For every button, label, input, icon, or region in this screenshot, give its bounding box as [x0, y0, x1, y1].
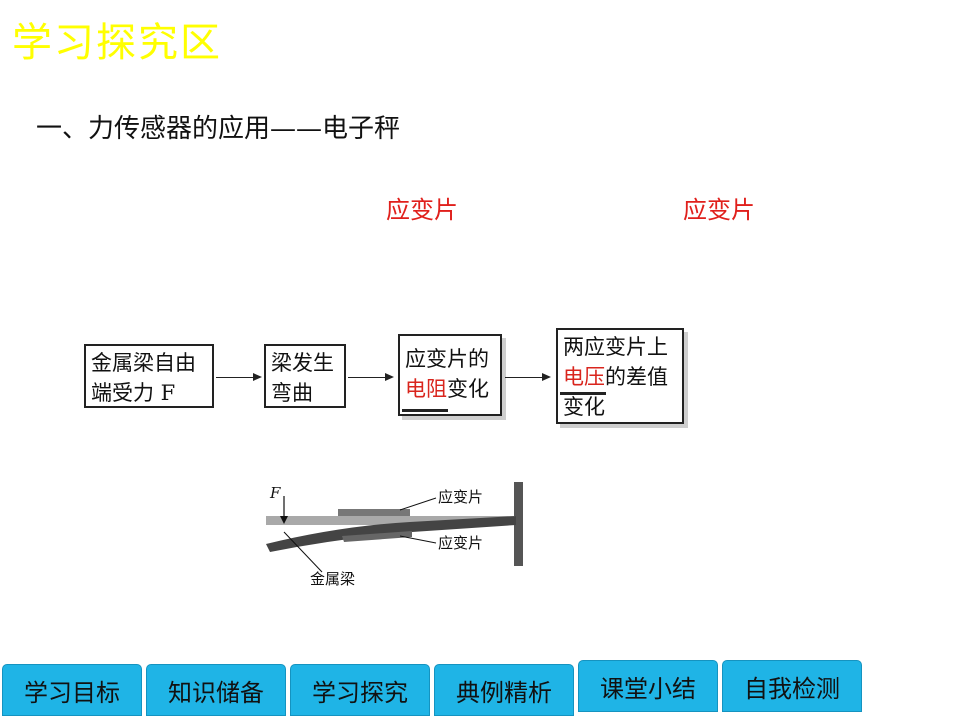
force-arrowhead — [280, 516, 288, 524]
flow-box-force-line2: 端受力 F — [91, 381, 176, 405]
voltage-word: 电压 — [563, 365, 605, 389]
tab-example-analysis[interactable]: 典例精析 — [434, 664, 574, 716]
flow-box-force: 金属梁自由 端受力 F — [84, 344, 214, 408]
beam-label: 金属梁 — [310, 570, 355, 588]
flow-arrow-2 — [348, 373, 394, 381]
flow-box-bend: 梁发生 弯曲 — [264, 344, 346, 408]
bottom-nav: 学习目标 知识储备 学习探究 典例精析 课堂小结 自我检测 — [0, 660, 960, 720]
flow-box-voltage: 两应变片上 电压的差值 变化 — [556, 328, 684, 424]
flow-box-force-line1: 金属梁自由 — [91, 351, 196, 375]
flow-arrow-3 — [505, 373, 551, 381]
beam-leader — [283, 531, 323, 573]
flow-arrow-1 — [216, 373, 262, 381]
wall-support — [514, 482, 523, 566]
force-label: F — [269, 484, 281, 502]
upper-gauge-leader — [399, 497, 437, 511]
section-heading: 一、力传感器的应用——电子秤 — [36, 114, 401, 144]
tab-learning-explore[interactable]: 学习探究 — [290, 664, 430, 716]
strain-gauge-label-2: 应变片 — [683, 196, 755, 224]
resistance-change: 变化 — [447, 377, 489, 401]
tab-knowledge-prep[interactable]: 知识储备 — [146, 664, 286, 716]
resistance-word: 电阻 — [405, 377, 447, 401]
lower-strain-gauge — [342, 531, 412, 542]
tab-self-check[interactable]: 自我检测 — [722, 660, 862, 712]
beam-figure: F 应变片 应变片 金属梁 — [266, 482, 523, 588]
flow-box-resistance: 应变片的 电阻变化 — [398, 334, 502, 416]
voltage-diff: 的差值 — [605, 365, 668, 389]
flow-box-bend-line1: 梁发生 — [271, 351, 334, 375]
strain-gauge-label-1: 应变片 — [386, 196, 458, 224]
flow-box-voltage-line1: 两应变片上 — [563, 335, 668, 359]
voltage-underline — [560, 392, 606, 395]
lower-gauge-leader — [399, 535, 437, 544]
flow-box-resistance-line1: 应变片的 — [405, 347, 489, 371]
tab-learning-goals[interactable]: 学习目标 — [2, 664, 142, 716]
unloaded-beam — [266, 516, 516, 525]
flow-box-bend-line2: 弯曲 — [271, 381, 313, 405]
upper-strain-gauge — [338, 509, 410, 516]
lower-gauge-label: 应变片 — [438, 534, 483, 552]
slide-title: 学习探究区 — [12, 20, 222, 66]
tab-class-summary[interactable]: 课堂小结 — [578, 660, 718, 712]
bent-beam — [266, 516, 516, 552]
upper-gauge-label: 应变片 — [438, 488, 483, 506]
flow-box-resistance-line2: 电阻变化 — [405, 374, 495, 404]
resistance-underline — [402, 409, 448, 412]
flow-box-voltage-line3: 变化 — [563, 395, 605, 419]
flow-box-voltage-line2: 电压的差值 — [563, 362, 677, 392]
